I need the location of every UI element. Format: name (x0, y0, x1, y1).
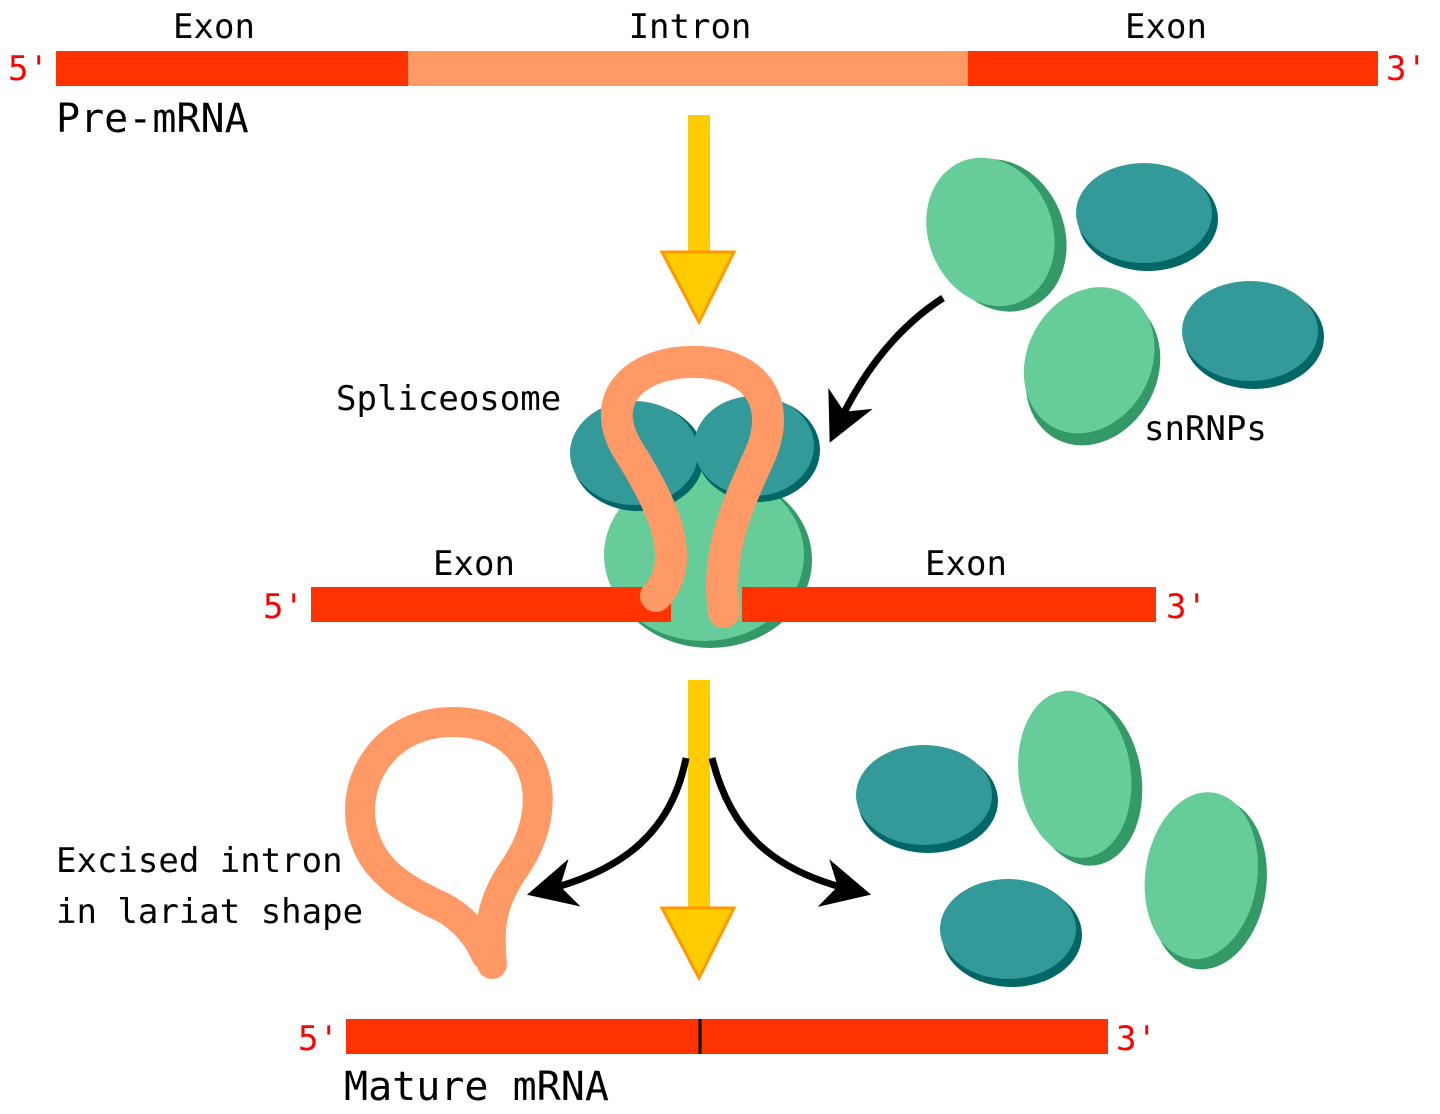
pre-mrna-exon-right-label: Exon (1125, 7, 1207, 47)
snrnp-light-2 (1023, 287, 1161, 446)
snrnp-dark-1 (1076, 163, 1218, 271)
spliceosome-intron-loop (600, 345, 784, 628)
spliceosome-five-prime: 5' (263, 587, 304, 627)
spliceosome-exon-right-label: Exon (925, 544, 1007, 584)
pre-mrna-exon-left-label: Exon (173, 7, 255, 47)
snrnps-label: snRNPs (1144, 409, 1267, 449)
snrnp-light-3 (1018, 690, 1143, 866)
mature-mrna-strand (346, 1019, 1108, 1054)
mature-mrna-three-prime: 3' (1116, 1019, 1157, 1059)
snrnps-free-cluster (926, 157, 1324, 446)
pre-mrna-exon-left (56, 51, 410, 86)
curved-arrow-icon (527, 757, 690, 907)
snrnps-released-cluster (856, 690, 1267, 987)
mature-mrna-exon-right (700, 1019, 1108, 1054)
arrow-down-icon (659, 680, 737, 982)
spliceosome-label: Spliceosome (336, 379, 561, 419)
snrnp-dark-2 (1182, 281, 1324, 389)
pre-mrna-exon-right (968, 51, 1378, 86)
pre-mrna-five-prime: 5' (8, 49, 49, 89)
pre-mrna-three-prime: 3' (1386, 49, 1427, 89)
curved-arrow-icon (828, 295, 945, 443)
spliceosome-exon-right (742, 587, 1156, 622)
lariat-label-line2: in lariat shape (56, 892, 363, 932)
lariat-label-line1: Excised intron (56, 841, 343, 881)
pre-mrna-intron-label: Intron (629, 7, 752, 47)
snrnp-light-4 (1144, 792, 1267, 970)
curved-arrow-icon (708, 757, 872, 907)
mature-mrna-five-prime: 5' (298, 1019, 339, 1059)
spliceosome-exon-left-label: Exon (433, 544, 515, 584)
snrnp-dark-3 (856, 745, 998, 853)
mature-mrna-exon-left (346, 1019, 700, 1054)
snrnp-dark-4 (940, 879, 1082, 987)
pre-mrna-intron (408, 51, 970, 86)
pre-mrna-label: Pre-mRNA (56, 96, 249, 142)
pre-mrna-strand (56, 51, 1378, 86)
mature-mrna-label: Mature mRNA (344, 1064, 609, 1110)
snrnp-light-1 (926, 157, 1067, 312)
excised-intron-lariat (345, 706, 553, 979)
arrow-down-icon (659, 115, 737, 326)
spliceosome-three-prime: 3' (1166, 587, 1207, 627)
spliceosome-exon-left (311, 587, 671, 622)
